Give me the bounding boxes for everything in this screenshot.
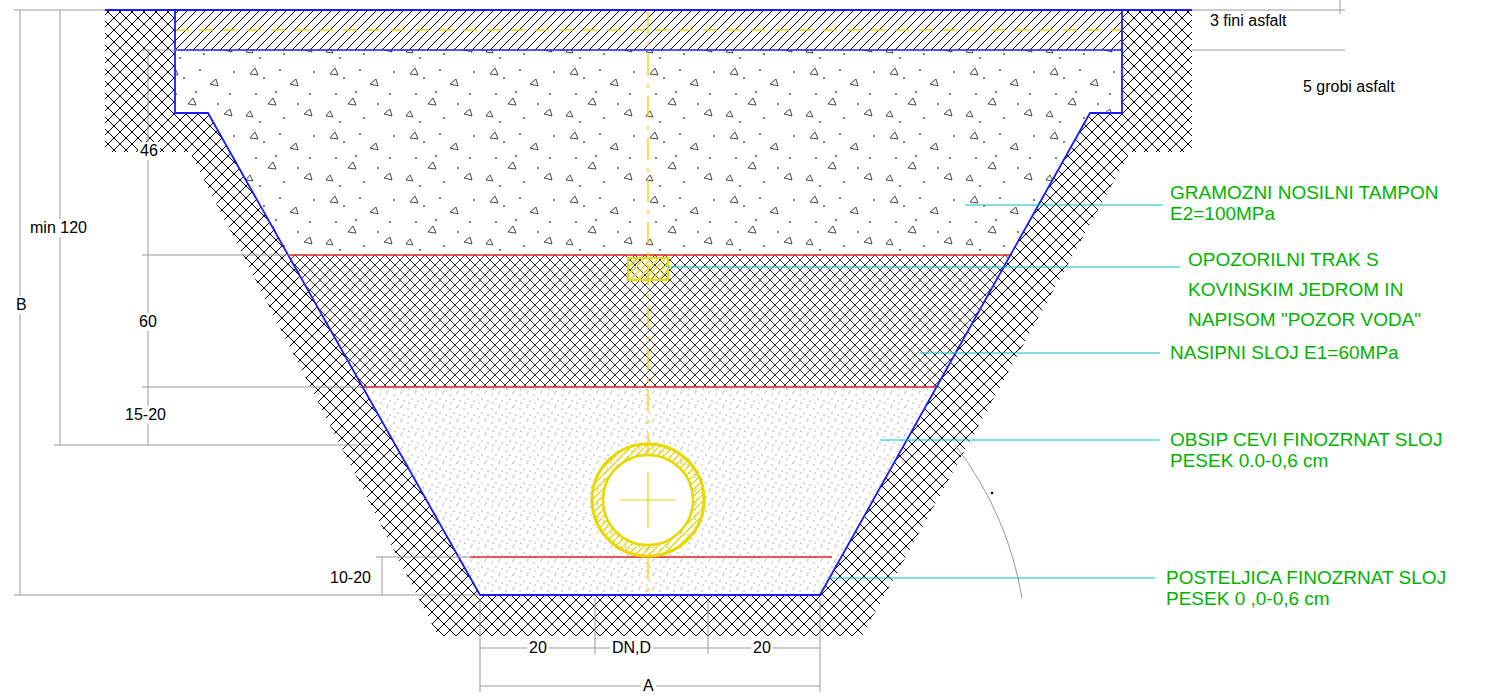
layer-line <box>287 254 1012 255</box>
pipe-symbol <box>592 444 704 556</box>
trench-fill <box>100 10 1200 597</box>
warning-tape <box>628 258 668 280</box>
centre-line <box>647 12 648 600</box>
dimension-label: 10-20 <box>330 569 371 587</box>
layer-note: OPOZORILNI TRAK S KOVINSKIM JEDROM IN NA… <box>1188 245 1468 335</box>
dimension-label: 5 grobi asfalt <box>1303 78 1395 96</box>
dimension-label: A <box>641 677 656 695</box>
dimension-label: 3 fini asfalt <box>1210 12 1286 30</box>
layer-note: POSTELJICA FINOZRNAT SLOJ PESEK 0 ,0-0,6… <box>1166 567 1471 609</box>
dimension-label: 20 <box>527 639 549 657</box>
dimension-label: 20 <box>751 639 773 657</box>
angle-arc <box>955 445 1022 598</box>
dimension-label: B <box>14 296 29 314</box>
dimension-label: 60 <box>137 313 159 331</box>
layer-line <box>360 386 938 387</box>
arc-dot <box>991 492 994 495</box>
layer-note: NASIPNI SLOJ E1=60MPa <box>1170 342 1470 363</box>
dimension-lines <box>14 0 1345 692</box>
leader-lines <box>668 205 1180 578</box>
layer-note: OBSIP CEVI FINOZRNAT SLOJ PESEK 0.0-0,6 … <box>1170 429 1455 471</box>
dimension-label: 46 <box>138 142 160 160</box>
asphalt-line <box>175 49 1122 51</box>
dimension-label: min 120 <box>28 219 89 237</box>
layer-note: GRAMOZNI NOSILNI TAMPON E2=100MPa <box>1170 182 1470 224</box>
dimension-label: 15-20 <box>123 406 168 424</box>
dimension-label: DN,D <box>610 639 653 657</box>
